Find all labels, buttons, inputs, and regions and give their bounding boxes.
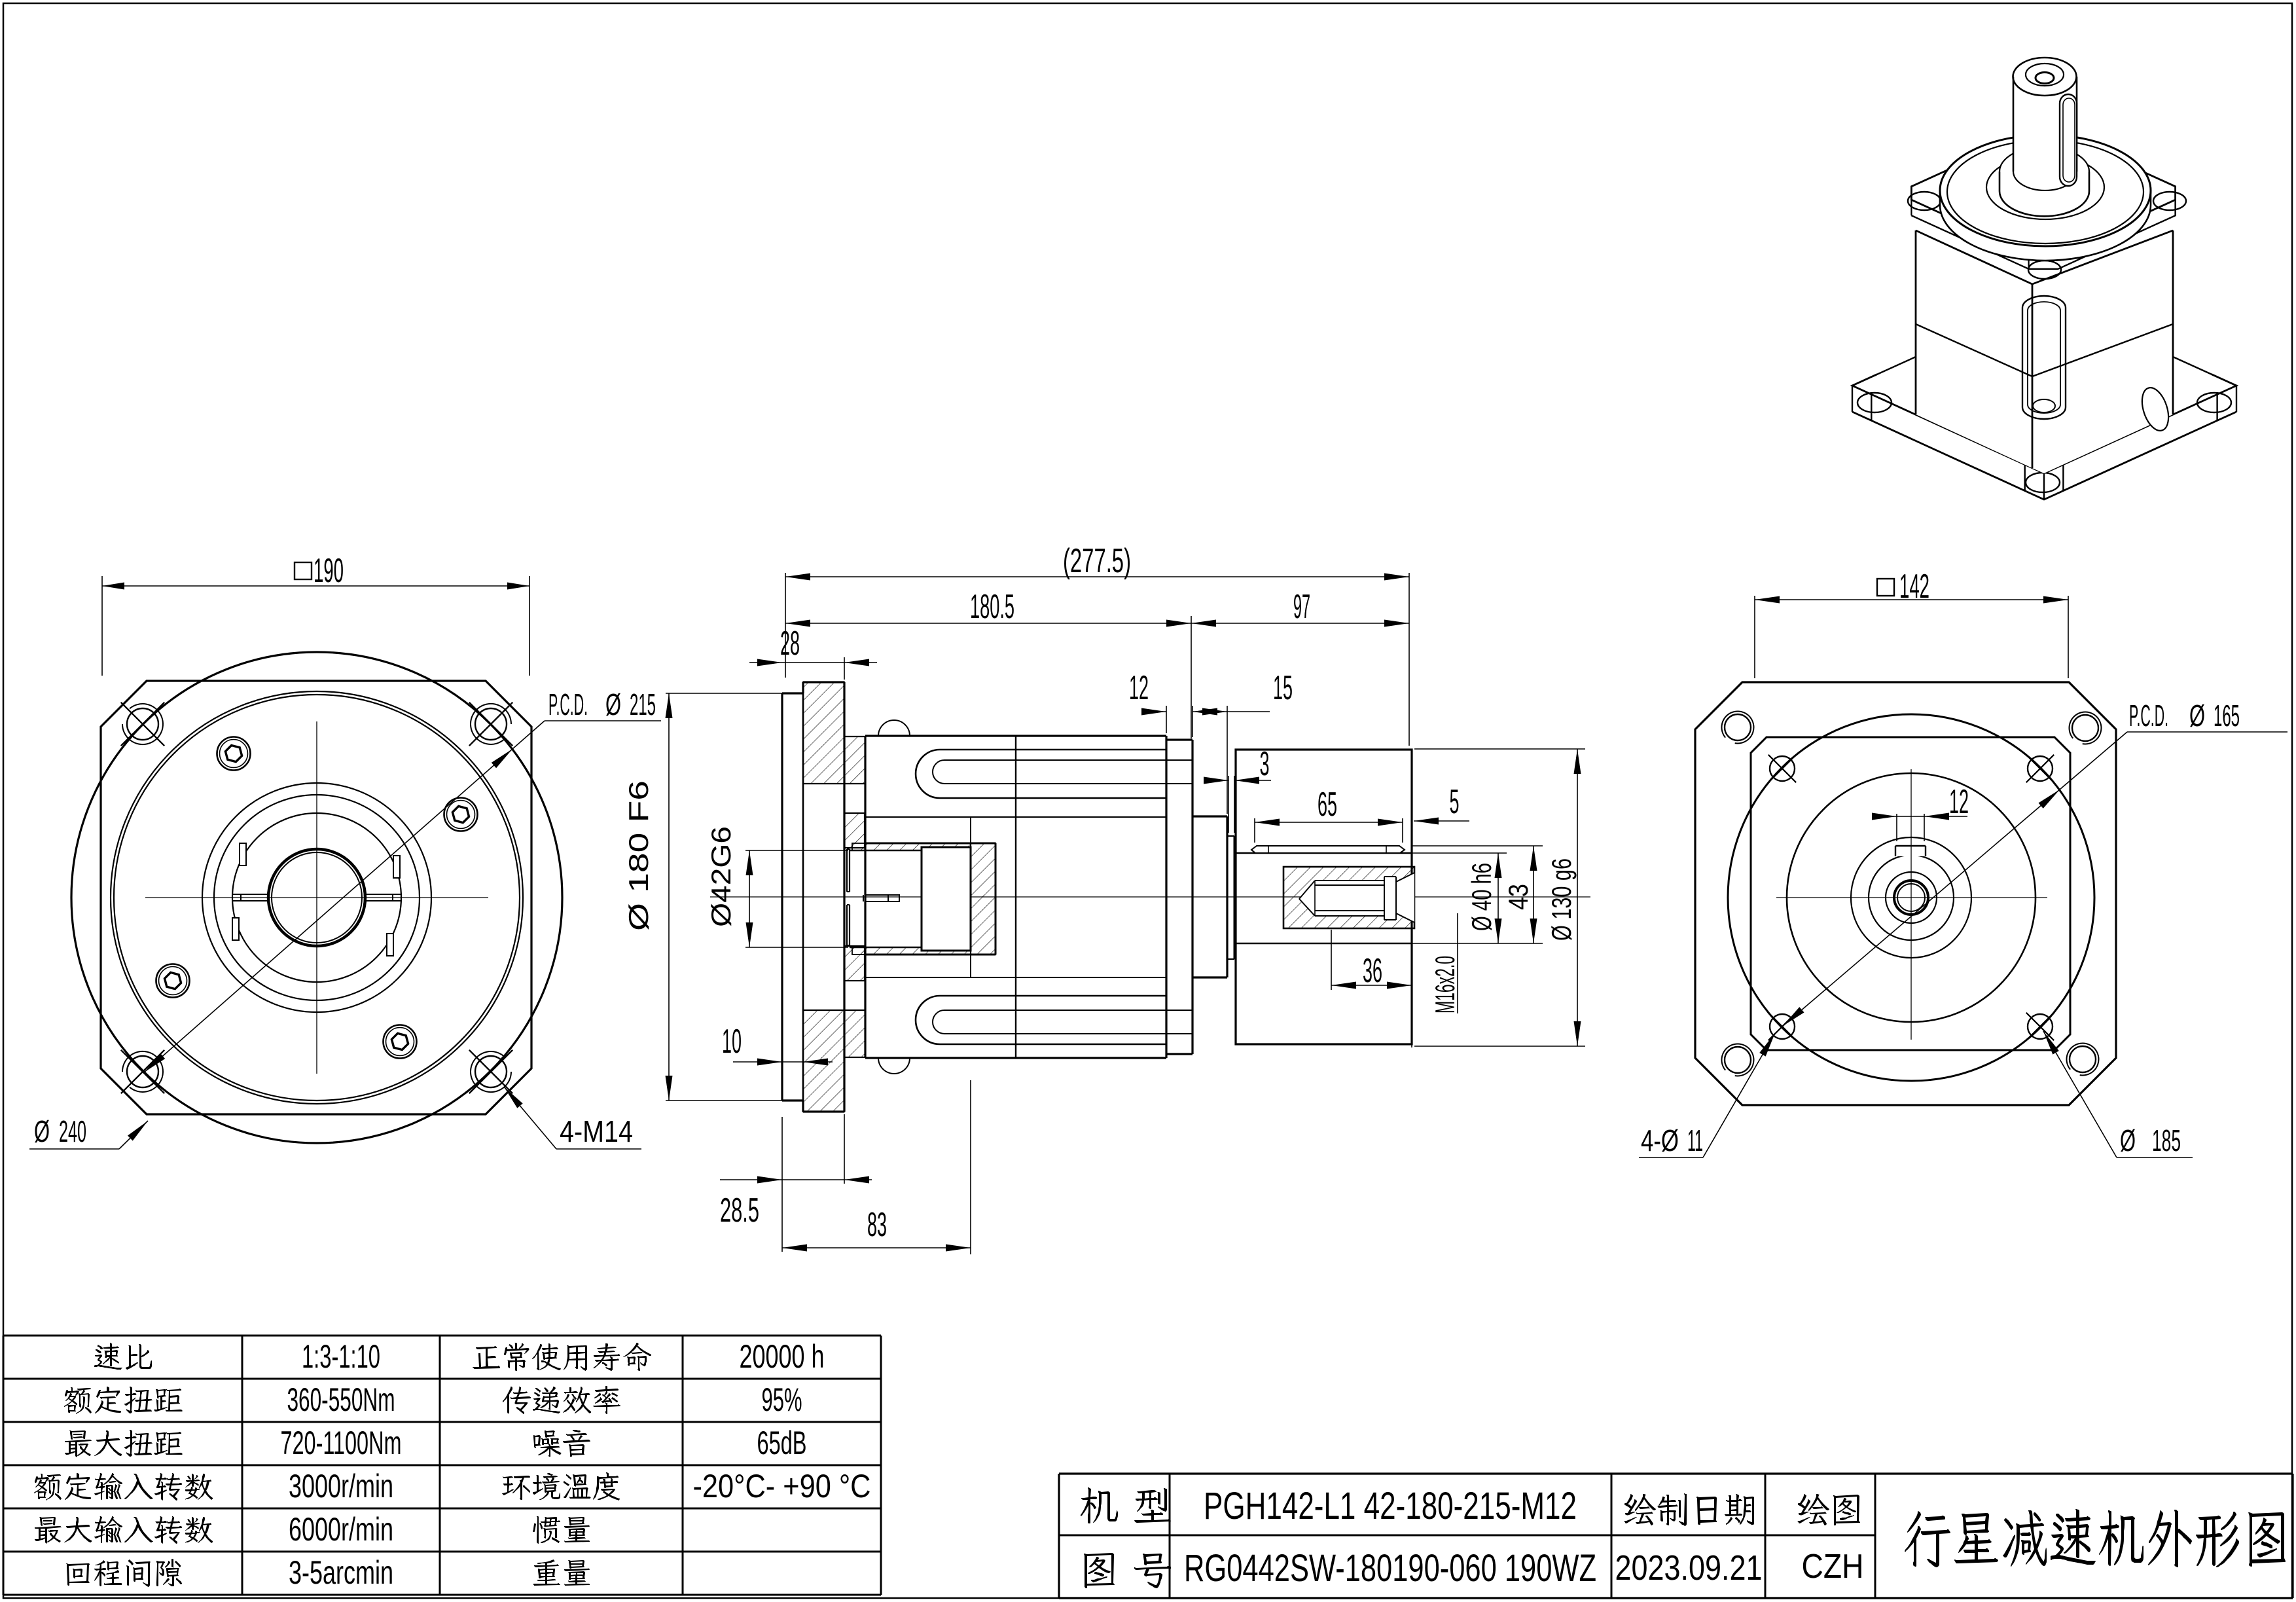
svg-text:28.5: 28.5: [720, 1192, 759, 1229]
svg-text:(277.5): (277.5): [1063, 542, 1131, 580]
svg-text:2023.09.21: 2023.09.21: [1615, 1548, 1763, 1588]
svg-text:-20°C- +90 °C: -20°C- +90 °C: [693, 1468, 871, 1504]
svg-text:190: 190: [314, 552, 344, 590]
svg-text:97: 97: [1293, 588, 1310, 626]
svg-text:M16x2.0: M16x2.0: [1429, 956, 1460, 1013]
svg-text:3-5arcmin: 3-5arcmin: [289, 1554, 393, 1591]
svg-text:3: 3: [1260, 745, 1270, 783]
svg-text:Ø42G6: Ø42G6: [706, 826, 736, 927]
svg-text:Ø 130 g6: Ø 130 g6: [1546, 858, 1577, 941]
svg-text:Ø: Ø: [34, 1114, 50, 1148]
svg-text:165: 165: [2214, 699, 2240, 733]
svg-text:CZH: CZH: [1802, 1548, 1864, 1586]
svg-text:6000r/min: 6000r/min: [289, 1511, 393, 1548]
svg-text:RG0442SW-180190-060 190WZ: RG0442SW-180190-060 190WZ: [1184, 1547, 1596, 1590]
svg-text:4-Ø: 4-Ø: [1641, 1123, 1679, 1157]
svg-text:P.C.D.: P.C.D.: [2129, 699, 2168, 733]
svg-text:Ø: Ø: [605, 687, 621, 721]
svg-text:215: 215: [630, 687, 656, 721]
svg-text:43: 43: [1503, 884, 1534, 910]
svg-text:1:3-1:10: 1:3-1:10: [302, 1338, 380, 1375]
svg-text:360-550Nm: 360-550Nm: [287, 1381, 395, 1418]
svg-text:65: 65: [1318, 786, 1337, 824]
svg-text:83: 83: [867, 1206, 887, 1244]
svg-text:12: 12: [1129, 669, 1149, 707]
svg-text:10: 10: [722, 1023, 742, 1061]
svg-text:185: 185: [2152, 1123, 2181, 1157]
svg-text:Ø: Ø: [2189, 699, 2205, 733]
svg-text:11: 11: [1687, 1123, 1703, 1157]
svg-text:142: 142: [1899, 568, 1929, 606]
svg-text:PGH142-L1 42-180-215-M12: PGH142-L1 42-180-215-M12: [1204, 1485, 1577, 1527]
svg-text:240: 240: [59, 1114, 86, 1148]
svg-text:3000r/min: 3000r/min: [289, 1468, 393, 1504]
svg-text:95%: 95%: [762, 1381, 802, 1418]
svg-text:20000 h: 20000 h: [740, 1338, 825, 1375]
svg-text:15: 15: [1273, 669, 1293, 707]
svg-text:720-1100Nm: 720-1100Nm: [281, 1425, 402, 1461]
svg-text:12: 12: [1949, 783, 1969, 821]
svg-text:Ø: Ø: [2120, 1123, 2136, 1157]
svg-text:36: 36: [1363, 952, 1382, 990]
svg-text:Ø 180 F6: Ø 180 F6: [623, 780, 654, 931]
svg-text:4-M14: 4-M14: [560, 1114, 633, 1148]
svg-text:P.C.D.: P.C.D.: [548, 687, 588, 721]
svg-text:Ø 40 h6: Ø 40 h6: [1466, 863, 1497, 931]
svg-text:5: 5: [1450, 783, 1460, 821]
svg-text:28: 28: [780, 625, 800, 663]
svg-text:65dB: 65dB: [757, 1425, 807, 1461]
svg-text:180.5: 180.5: [970, 588, 1014, 626]
